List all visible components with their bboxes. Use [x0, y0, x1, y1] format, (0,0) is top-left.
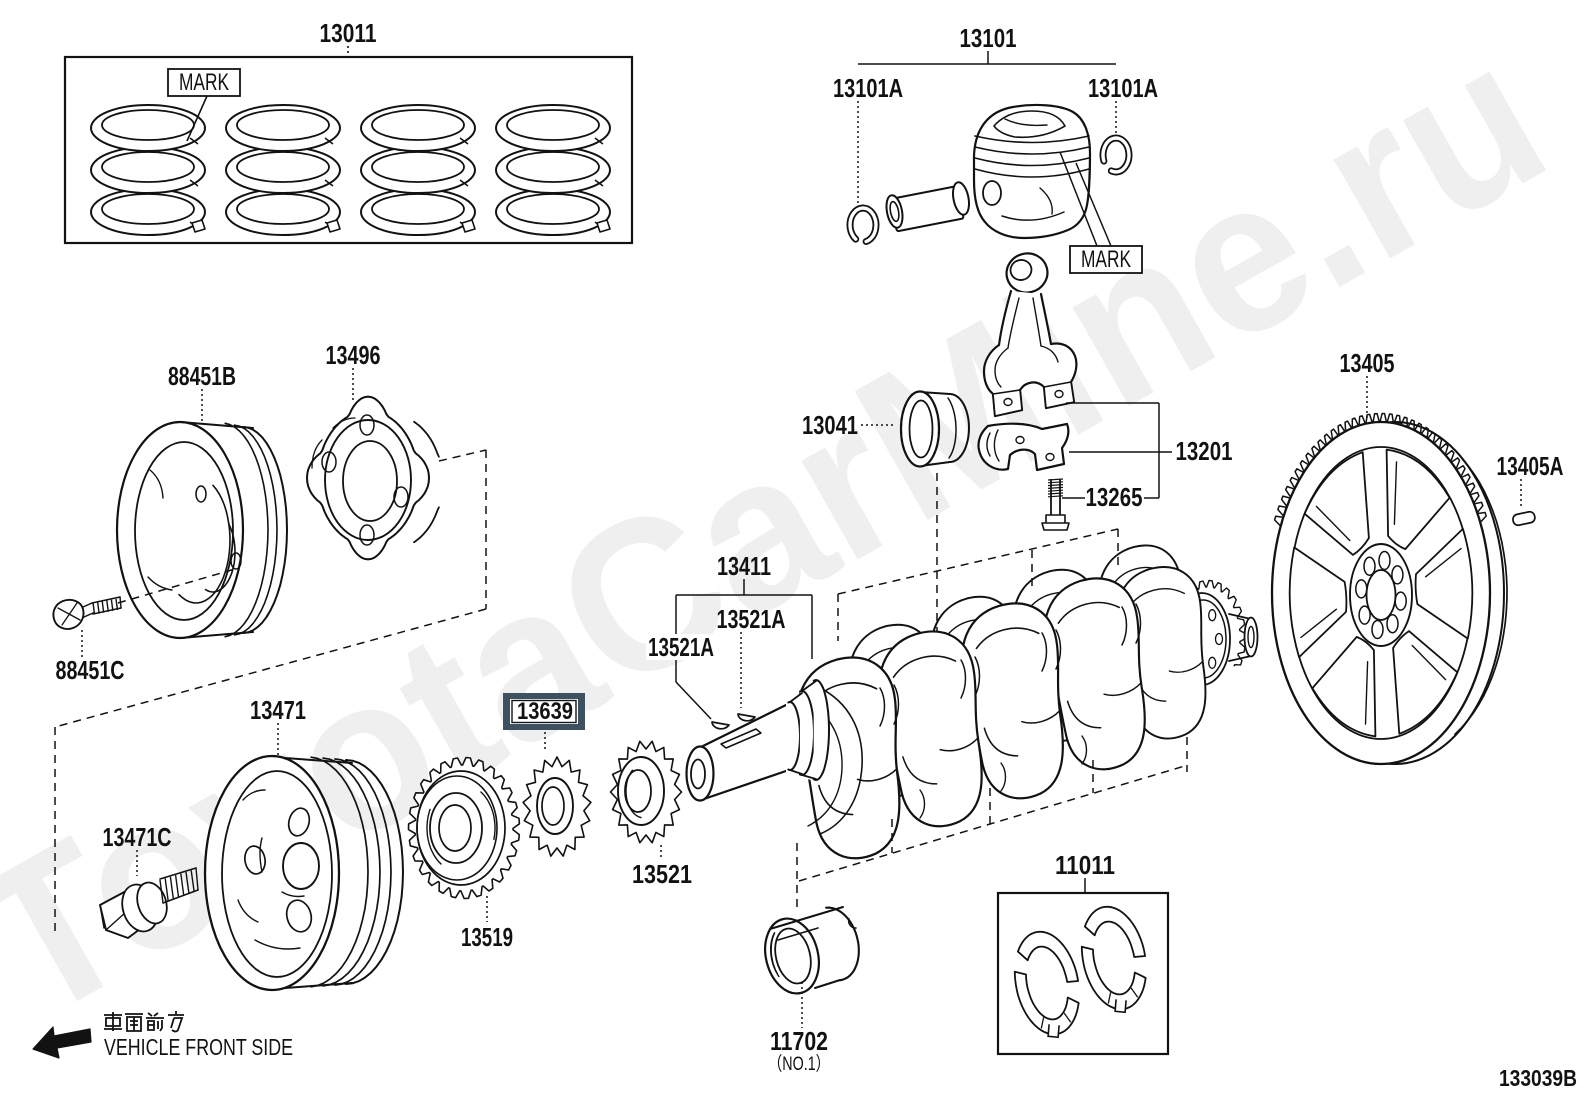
svg-text:13011: 13011: [320, 18, 377, 48]
svg-text:13041: 13041: [802, 410, 858, 440]
svg-text:13471: 13471: [250, 695, 306, 725]
svg-text:13101A: 13101A: [1088, 73, 1158, 103]
svg-text:133039B: 133039B: [1499, 1065, 1577, 1091]
svg-text:13265: 13265: [1086, 482, 1143, 512]
svg-text:13101A: 13101A: [833, 73, 903, 103]
svg-text:13471C: 13471C: [103, 822, 172, 852]
svg-text:13521A: 13521A: [648, 632, 714, 662]
svg-text:（NO.1）: （NO.1）: [768, 1053, 830, 1075]
svg-text:13521A: 13521A: [717, 604, 786, 634]
svg-text:88451C: 88451C: [56, 655, 125, 685]
svg-text:VEHICLE FRONT SIDE: VEHICLE FRONT SIDE: [104, 1034, 293, 1060]
svg-text:13405A: 13405A: [1497, 451, 1564, 481]
svg-text:13519: 13519: [461, 922, 513, 952]
svg-text:11011: 11011: [1055, 850, 1115, 880]
svg-text:13639: 13639: [517, 698, 573, 725]
svg-text:13101: 13101: [960, 23, 1017, 53]
svg-text:13521: 13521: [632, 859, 692, 889]
svg-text:13201: 13201: [1176, 436, 1233, 466]
svg-text:88451B: 88451B: [168, 361, 236, 391]
svg-text:11702: 11702: [770, 1026, 828, 1056]
svg-text:13411: 13411: [717, 551, 771, 581]
svg-text:MARK: MARK: [1081, 246, 1131, 273]
svg-text:MARK: MARK: [179, 69, 229, 96]
svg-text:13405: 13405: [1340, 348, 1395, 378]
svg-text:13496: 13496: [326, 340, 381, 370]
